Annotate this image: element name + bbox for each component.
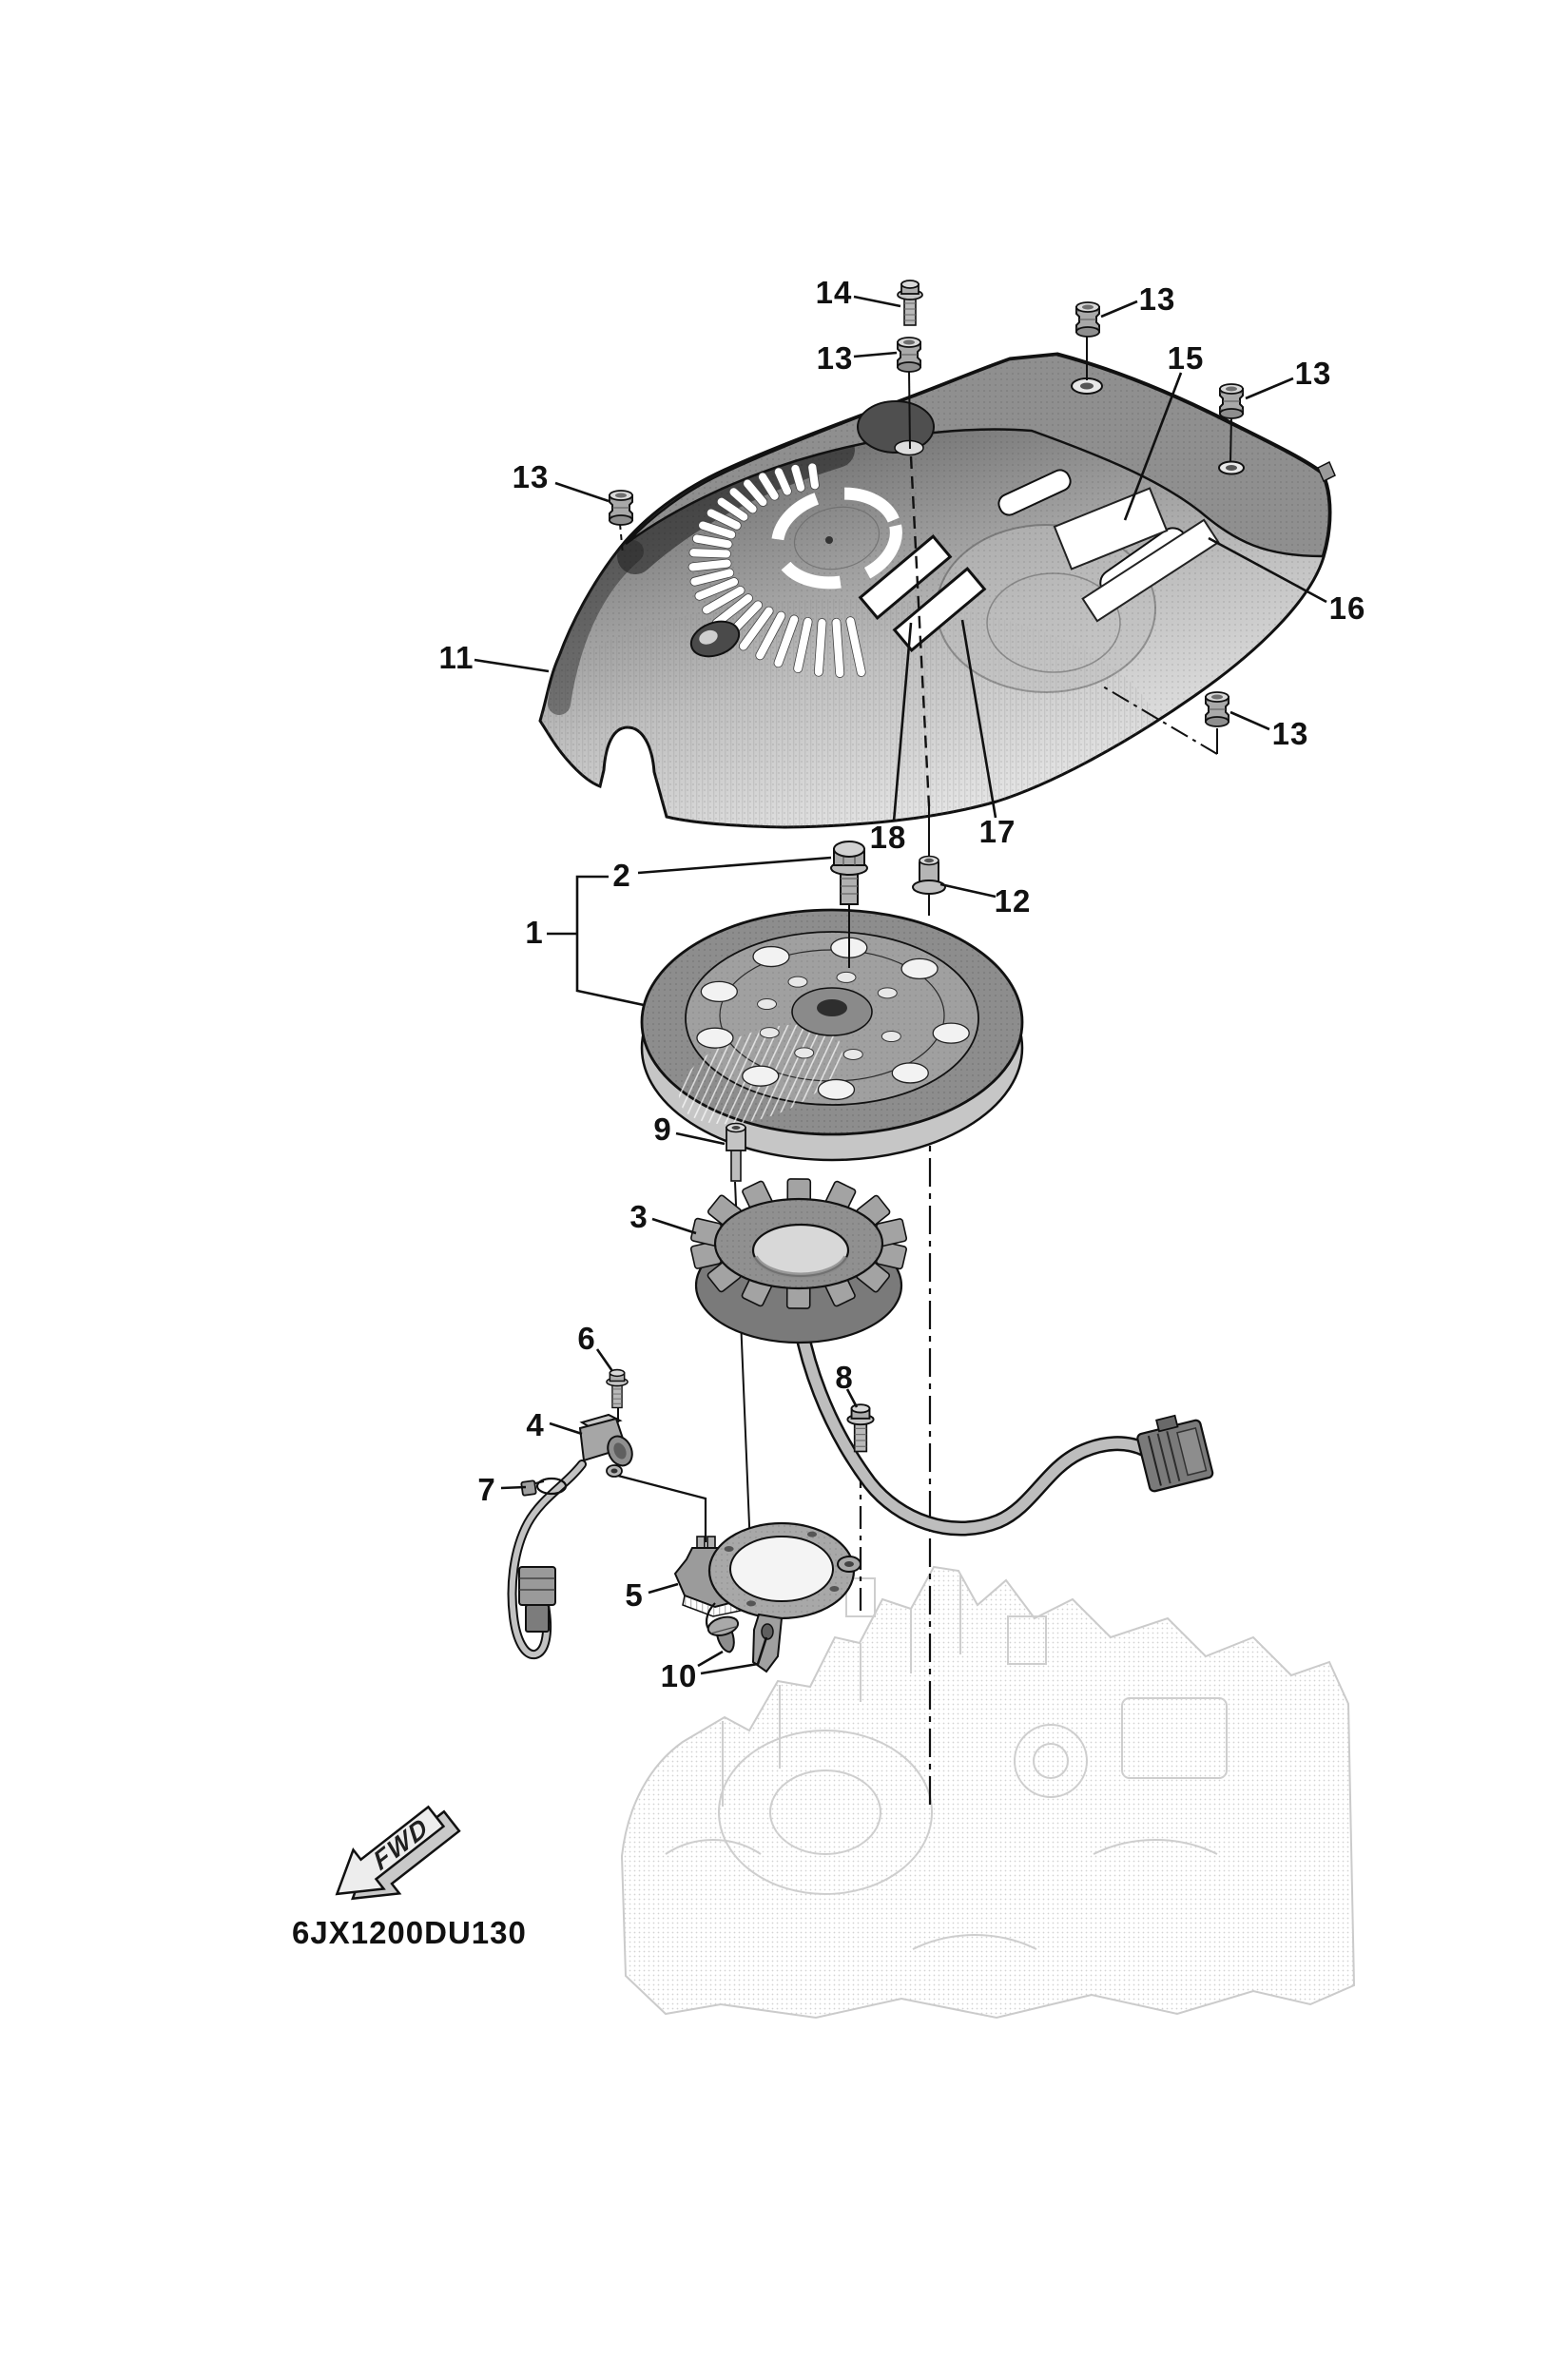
sticker-15 xyxy=(1053,487,1169,570)
callout-3: 3 xyxy=(629,1199,648,1234)
clip-7 xyxy=(520,1477,568,1497)
callout-13-c: 13 xyxy=(1138,281,1176,317)
engine-block-ghost xyxy=(620,1565,1356,2020)
callout-17: 17 xyxy=(978,814,1016,849)
cover-vent-slots xyxy=(687,462,866,678)
callout-5: 5 xyxy=(625,1577,644,1613)
callout-2: 2 xyxy=(612,858,631,893)
callout-7: 7 xyxy=(477,1472,496,1507)
pulser-connector xyxy=(518,1566,556,1633)
callout-8: 8 xyxy=(835,1360,854,1395)
callout-13-e: 13 xyxy=(1271,716,1309,751)
pickup-coil-assembly xyxy=(507,1368,875,1673)
callout-6: 6 xyxy=(577,1321,596,1356)
grommet-13-d xyxy=(1219,383,1244,419)
bolt-14 xyxy=(897,280,923,326)
base-ring-plate xyxy=(706,1521,861,1673)
grommet-10 xyxy=(707,1615,740,1653)
stator-connector xyxy=(1136,1414,1214,1493)
callout-15: 15 xyxy=(1167,340,1205,376)
grommet-13-a xyxy=(897,337,921,373)
bolt-9 xyxy=(726,1122,746,1182)
callout-13-b: 13 xyxy=(512,459,550,494)
callout-11: 11 xyxy=(438,640,474,675)
callout-16: 16 xyxy=(1328,590,1366,626)
bolt-2 xyxy=(830,841,868,905)
callout-18: 18 xyxy=(869,820,907,855)
callout-13-a: 13 xyxy=(816,340,854,376)
stator-teeth xyxy=(689,1178,908,1309)
callout-12: 12 xyxy=(994,883,1032,918)
engine-ghost-details xyxy=(665,1574,1228,1950)
callout-9: 9 xyxy=(653,1112,672,1147)
flywheel-cover xyxy=(538,352,1336,829)
bolt-6 xyxy=(606,1368,629,1409)
callout-14: 14 xyxy=(815,275,853,310)
cover-center-mark xyxy=(825,536,833,544)
stator-wire xyxy=(789,1293,1153,1537)
drawing-code: 6JX1200DU130 xyxy=(292,1915,527,1950)
cover-edge-tab xyxy=(1317,460,1336,483)
fwd-arrow-front-face xyxy=(335,1805,446,1896)
sticker-17 xyxy=(892,567,987,652)
cover-recess xyxy=(689,620,741,658)
flywheel-assembly xyxy=(640,841,1024,1162)
callout-10: 10 xyxy=(660,1658,698,1693)
flywheel-holes xyxy=(696,937,970,1101)
grommet-13-e xyxy=(1205,691,1229,727)
callout-4: 4 xyxy=(526,1407,545,1442)
fwd-arrow: FWD xyxy=(335,1805,461,1901)
collar-12 xyxy=(912,855,946,895)
cover-slot-1 xyxy=(997,469,1072,516)
callout-1: 1 xyxy=(525,915,544,950)
sticker-16 xyxy=(1081,518,1220,623)
cover-center-opening xyxy=(771,487,902,590)
grommet-13-b xyxy=(609,490,633,526)
sticker-18 xyxy=(858,534,953,620)
leader-lines xyxy=(474,295,1327,1675)
cover-boss-a xyxy=(857,400,935,454)
stator-assembly xyxy=(689,1122,1214,1537)
callout-13-d: 13 xyxy=(1294,356,1332,391)
ring-plate-holes xyxy=(724,1531,840,1607)
grommet-13-c xyxy=(1075,301,1100,338)
pulser-coil-4 xyxy=(578,1413,633,1478)
